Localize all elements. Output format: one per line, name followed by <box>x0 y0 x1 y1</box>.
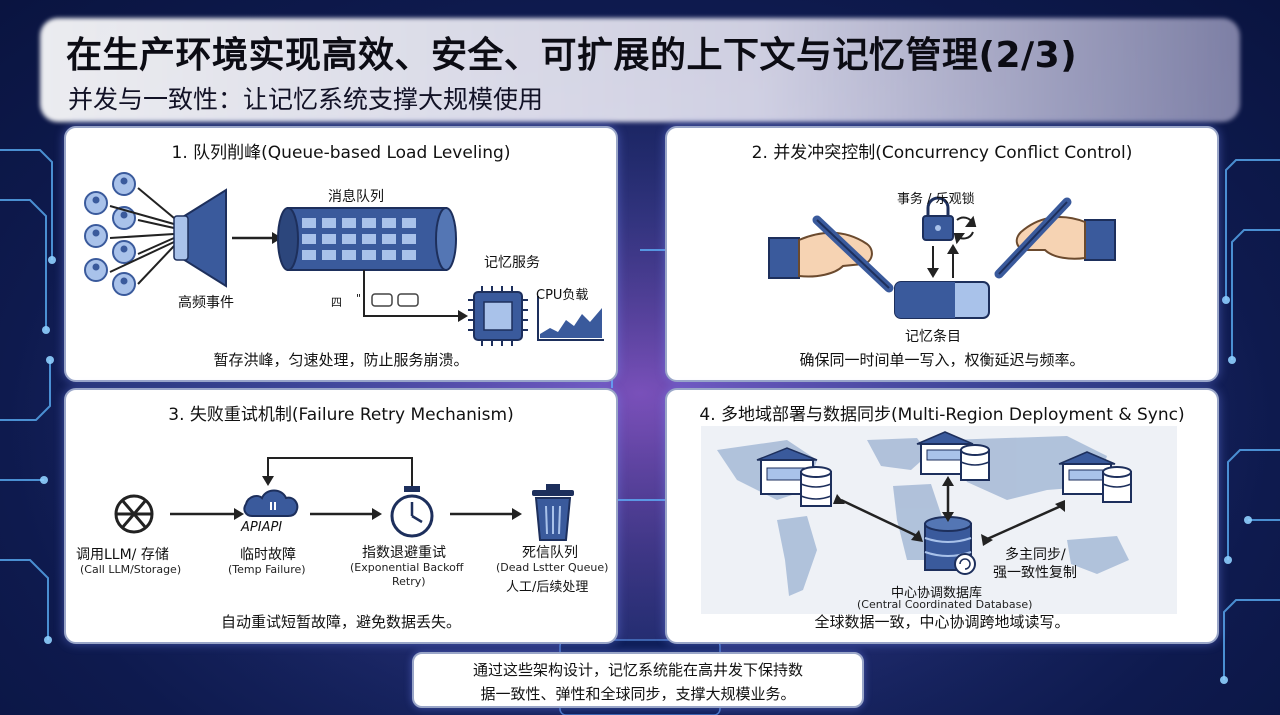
small-dots: " <box>356 292 362 305</box>
db-sub: (Central Coordinated Database) <box>857 598 1033 611</box>
events-label: 高频事件 <box>178 295 234 311</box>
refresh-icon <box>953 215 977 245</box>
small-glyph: 四 <box>331 296 342 309</box>
sync-label-2: 强一致性复制 <box>993 565 1077 581</box>
panel-caption: 全球数据一致，中心协调跨地域读写。 <box>814 613 1070 631</box>
user-icon-group <box>84 172 136 296</box>
conflict-diagram <box>768 196 1116 319</box>
cpu-chart-icon <box>537 296 604 341</box>
panel-retry-mechanism: 3. 失败重试机制(Failure Retry Mechanism) <box>64 388 618 644</box>
panel-caption: 暂存洪峰，匀速处理，防止服务崩溃。 <box>213 351 469 369</box>
database-icon <box>960 444 990 481</box>
panel-title: 4. 多地域部署与数据同步(Multi-Region Deployment & … <box>699 405 1185 425</box>
summary-box: 通过这些架构设计，记忆系统能在高井发下保持数 据一致性、弹性和全球同步，支撑大规… <box>412 652 864 708</box>
sync-label-1: 多主同步/ <box>1005 547 1066 563</box>
database-icon <box>1102 466 1132 503</box>
step4-label: 死信队列 <box>522 545 578 561</box>
panel-title: 1. 队列削峰(Queue-based Load Leveling) <box>171 143 511 163</box>
api-text: APIAPI <box>241 520 283 535</box>
service-label: 记忆服务 <box>484 255 540 271</box>
panel-conflict-control: 2. 并发冲突控制(Concurrency Conflict Control) <box>665 126 1219 382</box>
queue-label: 消息队列 <box>328 189 384 205</box>
page-title: 在生产环境实现高效、安全、可扩展的上下文与记忆管理(2/3) <box>66 35 1078 76</box>
summary-line-2: 据一致性、弹性和全球同步，支撑大规模业务。 <box>480 685 796 703</box>
right-hand-icon <box>1015 216 1116 261</box>
multi-region-diagram <box>701 426 1177 614</box>
step3-sub2: Retry) <box>392 575 426 588</box>
central-database-icon <box>924 516 976 575</box>
left-hand-icon <box>768 231 873 279</box>
title-band <box>40 18 1240 122</box>
pen-icon <box>994 197 1072 279</box>
lock-label: 事务 / 乐观锁 <box>897 192 975 207</box>
step3-label: 指数退避重试 <box>362 545 446 561</box>
step3-sub1: (Exponential Backoff <box>350 561 464 574</box>
queue-cylinder-icon <box>277 207 457 271</box>
panel-caption: 自动重试短暂故障，避免数据丢失。 <box>220 613 461 631</box>
summary-line-1: 通过这些架构设计，记忆系统能在高井发下保持数 <box>472 661 803 679</box>
db-label: 中心协调数据库 <box>891 586 983 601</box>
database-icon <box>800 466 832 507</box>
page-subtitle: 并发与一致性：让记忆系统支撑大规模使用 <box>68 85 544 114</box>
chip-icon <box>468 286 528 346</box>
stopwatch-icon <box>390 486 434 538</box>
lock-icon <box>922 196 954 241</box>
step4-sub: (Dead Lstter Queue) <box>496 561 609 574</box>
retry-diagram <box>114 457 574 541</box>
trash-icon <box>532 484 574 541</box>
entry-label: 记忆条目 <box>905 329 961 345</box>
memory-entry-bar <box>894 281 990 319</box>
panel-title: 2. 并发冲突控制(Concurrency Conflict Control) <box>751 143 1133 163</box>
step1-sub: (Call LLM/Storage) <box>80 563 182 576</box>
panel-multi-region: 4. 多地域部署与数据同步(Multi-Region Deployment & … <box>665 388 1219 644</box>
panel-title: 3. 失败重试机制(Failure Retry Mechanism) <box>168 405 514 425</box>
pen-icon <box>812 215 894 293</box>
cpu-label: CPU负载 <box>536 288 589 303</box>
panel-queue-leveling: 1. 队列削峰(Queue-based Load Leveling) <box>64 126 618 382</box>
openai-logo-icon <box>114 494 154 534</box>
step4-extra: 人工/后续处理 <box>506 580 589 595</box>
step2-label: 临时故障 <box>240 547 296 563</box>
queue-diagram <box>84 172 604 346</box>
step1-label: 调用LLM/ 存储 <box>76 547 169 563</box>
panel-caption: 确保同一时间单一写入，权衡延迟与频率。 <box>799 351 1085 369</box>
step2-sub: (Temp Failure) <box>228 563 306 576</box>
